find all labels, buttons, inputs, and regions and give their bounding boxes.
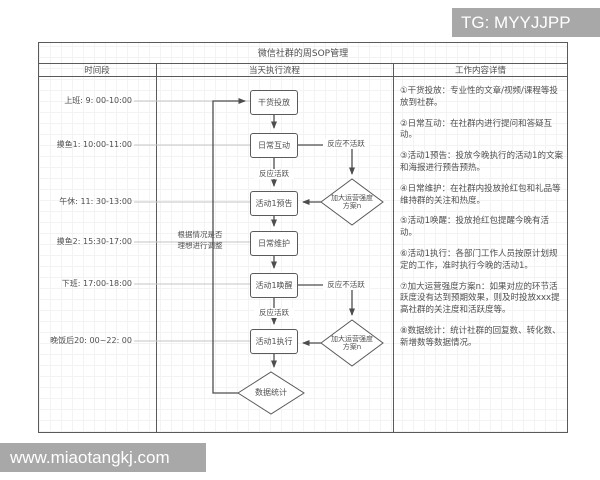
detail-item-4: ④日常维护：在社群内投放抢红包和礼品等维持群的关注和热度。 [400, 183, 561, 206]
time-row-wanfanhou: 晚饭后20: 00~22: 00 [50, 336, 132, 345]
flow-node-intensity-1: 加大运营强度 方案n [322, 192, 382, 212]
detail-item-6: ⑥活动1执行：各部门工作人员按原计划规定的工作，准时执行今晚的活动1。 [400, 248, 558, 271]
time-row-xiaban: 下班: 17:00-18:00 [61, 279, 132, 288]
flow-node-huodong1-yugao: 活动1预告 [250, 191, 298, 216]
time-row-moyu2: 摸鱼2: 15:30-17:00 [56, 237, 132, 246]
intensity-2-line2: 方案n [342, 343, 362, 351]
details-column: ①干货投放：专业性的文章/视频/课程等投放到社群。 ②日常互动：在社群内进行提问… [400, 86, 563, 359]
flow-node-huodong1-huanxing: 活动1唤醒 [250, 273, 298, 298]
flow-node-richang-weihu: 日常维护 [250, 231, 298, 256]
detail-item-5: ⑤活动1唤醒：投放抢红包提醒今晚有活动。 [400, 216, 550, 239]
sop-table-frame [38, 42, 568, 433]
column-header-process: 当天执行流程 [248, 65, 300, 76]
flow-node-richang-hudong: 日常互动 [250, 133, 298, 158]
column-header-details: 工作内容详情 [454, 65, 506, 76]
detail-item-8: ⑧数据统计：统计社群的回复数、转化数、新增数等数据情况。 [400, 325, 561, 348]
column-divider-2 [393, 63, 394, 433]
column-divider-1 [156, 63, 157, 433]
time-row-wuxiu: 午休: 11: 30-13:00 [59, 197, 132, 206]
time-row-shangban: 上班: 9: 00-10:00 [64, 96, 132, 105]
detail-item-3: ③活动1预告：投放今晚执行的活动1的文案和海报进行预告预热。 [400, 151, 563, 173]
detail-item-2: ②日常互动：在社群内进行提问和答疑互动。 [400, 118, 553, 141]
edge-label-active-2: 反应活跃 [254, 308, 294, 318]
flow-node-ganhuo-toufang: 干货投放 [250, 90, 298, 115]
detail-item-1: ①干货投放：专业性的文章/视频/课程等投放到社群。 [400, 86, 558, 108]
flow-node-intensity-2: 加大运营强度 方案n [322, 333, 382, 353]
edge-label-inactive-1: 反应不活跃 [323, 139, 369, 149]
intensity-1-line2: 方案n [342, 202, 362, 210]
watermark-website: www.miaotangkj.com [0, 443, 206, 472]
intensity-2-line1: 加大运营强度 [331, 334, 373, 343]
header-separator [38, 76, 568, 77]
time-row-moyu1: 摸鱼1: 10:00-11:00 [56, 140, 132, 149]
watermark-telegram: TG: MYYJJPP [452, 8, 600, 37]
edge-label-inactive-2: 反应不活跃 [323, 280, 369, 290]
flow-node-shuju-tongji: 数据统计 [255, 387, 287, 397]
flow-node-huodong1-zhixing: 活动1执行 [250, 329, 298, 354]
edge-label-feedback: 根据情况是否 理想进行调整 [160, 229, 240, 251]
table-title: 微信社群的周SOP管理 [257, 49, 349, 59]
intensity-1-line1: 加大运营强度 [331, 193, 373, 202]
feedback-label-line2: 理想进行调整 [177, 241, 223, 250]
detail-item-7: ⑦加大运营强度方案n：如果对应的环节活跃度没有达到预期效果，则及时投放xxx提高… [400, 281, 560, 316]
edge-label-active-1: 反应活跃 [254, 169, 294, 179]
feedback-label-line1: 根据情况是否 [177, 230, 223, 239]
column-header-time: 时间段 [84, 65, 110, 76]
title-separator [38, 63, 568, 64]
